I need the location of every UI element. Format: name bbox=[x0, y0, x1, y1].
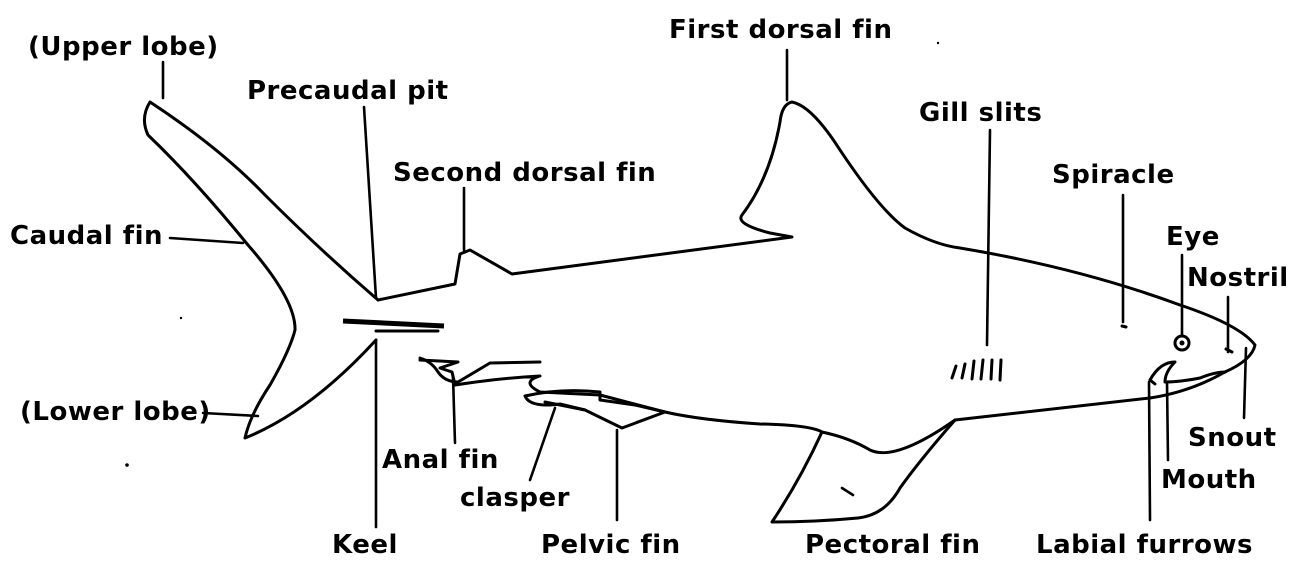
label-keel: Keel bbox=[332, 530, 398, 560]
label-pectoral-fin: Pectoral fin bbox=[805, 530, 980, 560]
pelvic-fin-outline bbox=[525, 391, 665, 428]
label-second-dorsal-fin: Second dorsal fin bbox=[393, 158, 656, 188]
leader-pectoral-fin bbox=[842, 488, 853, 495]
scan-dot bbox=[937, 42, 939, 44]
pectoral-fin-outline bbox=[822, 420, 955, 453]
label-precaudal-pit: Precaudal pit bbox=[247, 76, 449, 106]
leader-gill-slits bbox=[987, 130, 990, 345]
scan-dot bbox=[180, 317, 182, 319]
spiracle-mark bbox=[1122, 326, 1126, 327]
label-snout: Snout bbox=[1188, 423, 1277, 453]
label-nostril: Nostril bbox=[1187, 263, 1289, 293]
label-spiracle: Spiracle bbox=[1052, 160, 1175, 190]
eye-pupil bbox=[1180, 341, 1185, 346]
leader-clasper bbox=[530, 408, 555, 480]
leader-caudal-fin bbox=[170, 238, 243, 243]
label-upper-lobe: (Upper lobe) bbox=[28, 32, 219, 62]
label-gill-slits: Gill slits bbox=[919, 98, 1042, 128]
leader-snout bbox=[1244, 348, 1246, 418]
leader-lower-lobe bbox=[203, 413, 258, 416]
label-eye: Eye bbox=[1166, 222, 1220, 252]
label-caudal-fin: Caudal fin bbox=[10, 221, 163, 251]
label-labial-furrows: Labial furrows bbox=[1036, 530, 1253, 560]
label-anal-fin: Anal fin bbox=[382, 445, 499, 475]
gill-slits bbox=[952, 360, 1001, 380]
scan-dot bbox=[125, 463, 129, 467]
label-lower-lobe: (Lower lobe) bbox=[20, 397, 211, 427]
label-clasper: clasper bbox=[460, 483, 570, 513]
leader-mouth bbox=[1167, 382, 1168, 460]
leader-labial-furrows bbox=[1149, 382, 1150, 520]
caudal-fin-outline bbox=[144, 102, 378, 438]
label-first-dorsal-fin: First dorsal fin bbox=[669, 15, 892, 45]
leader-precaudal-pit bbox=[364, 107, 376, 298]
label-pelvic-fin: Pelvic fin bbox=[541, 530, 681, 560]
keel-line-1 bbox=[343, 321, 444, 326]
label-mouth: Mouth bbox=[1161, 465, 1257, 495]
labial-furrow-outline bbox=[1150, 380, 1155, 384]
